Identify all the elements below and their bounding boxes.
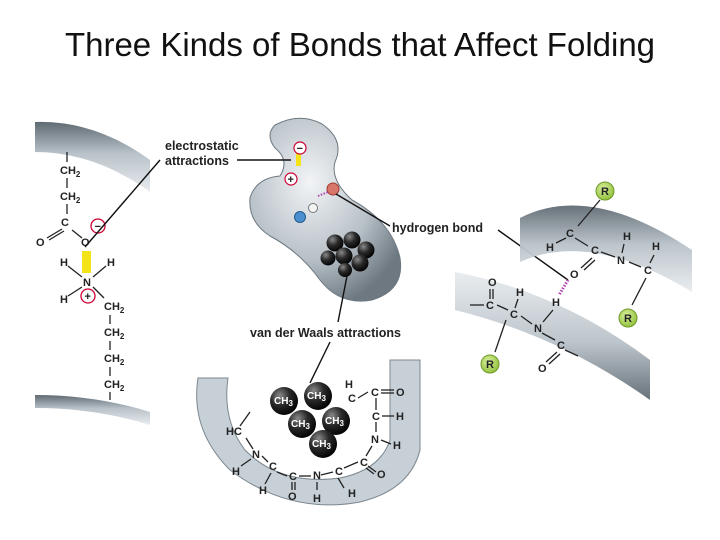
svg-text:C: C — [644, 265, 652, 277]
svg-text:CH2: CH2 — [104, 301, 125, 315]
svg-text:H: H — [396, 411, 404, 423]
right-backbone-top — [520, 205, 692, 292]
bottom-backbone-atoms: H C C O C H N H C O C H N H C O C H — [226, 379, 405, 505]
folded-protein: − + — [249, 117, 402, 302]
svg-text:O: O — [488, 277, 497, 289]
svg-text:H: H — [516, 287, 524, 299]
svg-text:H: H — [393, 440, 401, 452]
svg-text:C: C — [61, 217, 69, 229]
svg-text:CH3: CH3 — [274, 396, 293, 408]
van-der-waals-label: van der Waals attractions — [250, 326, 401, 340]
blob-minus-icon — [293, 141, 307, 155]
svg-text:C: C — [371, 387, 379, 399]
svg-text:H: H — [552, 297, 560, 309]
svg-text:N: N — [617, 255, 625, 267]
amino-plus-icon — [80, 288, 96, 304]
svg-text:CH3: CH3 — [325, 416, 344, 428]
svg-text:O: O — [377, 469, 386, 481]
svg-text:O: O — [396, 387, 405, 399]
svg-text:O: O — [570, 269, 579, 281]
svg-text:C: C — [510, 309, 518, 321]
svg-text:+: + — [288, 174, 294, 186]
svg-text:H: H — [107, 257, 115, 269]
right-backbone-bottom — [455, 272, 650, 400]
svg-text:R: R — [486, 359, 494, 371]
svg-text:O: O — [36, 237, 45, 249]
svg-text:CH3: CH3 — [291, 419, 310, 431]
slide-title: Three Kinds of Bonds that Affect Folding — [64, 26, 656, 63]
svg-text:H: H — [345, 379, 353, 391]
svg-text:H: H — [623, 231, 631, 243]
svg-text:CH2: CH2 — [104, 327, 125, 341]
svg-text:O: O — [288, 491, 297, 503]
svg-text:N: N — [313, 470, 321, 482]
svg-text:−: − — [95, 221, 101, 233]
right-chain-bottom: O C C H N H C O R — [470, 277, 579, 375]
left-chain: CH2 CH2 C O O − H H N H + CH2 CH2 CH2 CH… — [36, 152, 125, 400]
salt-bridge-highlight — [82, 251, 91, 273]
svg-text:H: H — [60, 294, 68, 306]
svg-text:R: R — [601, 186, 609, 198]
methyl-cluster: CH3 CH3 CH3 CH3 CH3 — [270, 382, 350, 458]
svg-text:CH2: CH2 — [104, 353, 125, 367]
svg-text:H: H — [313, 493, 321, 505]
svg-text:C: C — [289, 471, 297, 483]
left-backbone-top — [35, 121, 150, 192]
svg-text:H: H — [652, 241, 660, 253]
svg-text:C: C — [566, 228, 574, 240]
svg-text:R: R — [624, 313, 632, 325]
electrostatic-label: electrostatic — [165, 139, 239, 153]
svg-text:O: O — [538, 363, 547, 375]
svg-text:C: C — [591, 245, 599, 257]
svg-text:−: − — [297, 143, 303, 155]
svg-text:CH3: CH3 — [307, 391, 326, 403]
right-chain-top: R C H C O N H C H R — [546, 181, 660, 328]
svg-text:N: N — [371, 434, 379, 446]
svg-text:C: C — [269, 461, 277, 473]
svg-text:C: C — [557, 340, 565, 352]
svg-text:CH2: CH2 — [60, 165, 81, 179]
svg-text:H: H — [259, 485, 267, 497]
svg-text:C: C — [372, 411, 380, 423]
svg-text:CH2: CH2 — [104, 379, 125, 393]
carboxylate-minus-icon — [90, 218, 106, 234]
svg-text:+: + — [85, 291, 91, 303]
svg-text:C: C — [335, 466, 343, 478]
svg-text:C: C — [348, 393, 356, 405]
svg-text:CH2: CH2 — [60, 191, 81, 205]
left-backbone-bottom — [35, 395, 150, 425]
svg-text:HC: HC — [226, 426, 242, 438]
svg-text:C: C — [486, 300, 494, 312]
svg-text:N: N — [252, 449, 260, 461]
svg-text:H: H — [232, 466, 240, 478]
svg-text:CH3: CH3 — [312, 439, 331, 451]
svg-text:H: H — [348, 488, 356, 500]
svg-text:H: H — [546, 242, 554, 254]
svg-text:H: H — [60, 257, 68, 269]
electrostatic-label-line2: attractions — [165, 154, 229, 168]
svg-text:O: O — [81, 237, 90, 249]
bottom-u-strand — [196, 359, 421, 506]
hydrogen-bond-label: hydrogen bond — [392, 221, 483, 235]
svg-text:C: C — [360, 457, 368, 469]
svg-text:N: N — [534, 323, 542, 335]
hydrogen-bond-dashes — [557, 279, 570, 296]
blob-plus-icon — [284, 172, 298, 186]
svg-text:N: N — [83, 277, 91, 289]
